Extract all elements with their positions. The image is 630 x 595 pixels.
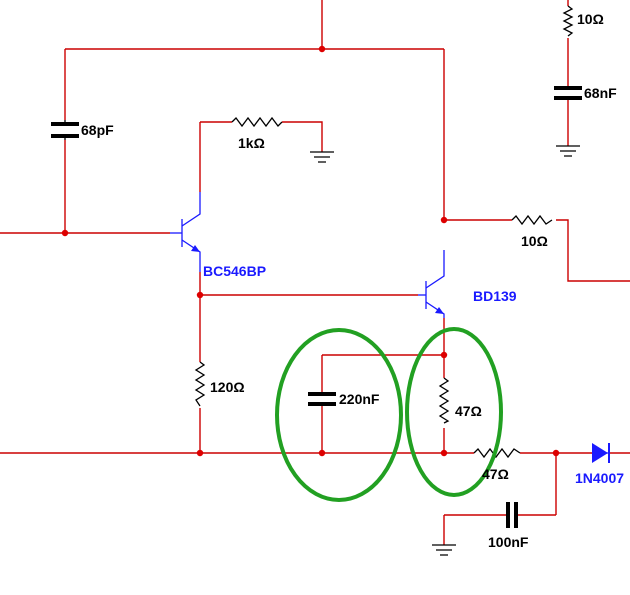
- junction-dot: [440, 351, 448, 359]
- capacitor-68pf: [51, 120, 79, 140]
- junction-dot: [440, 449, 448, 457]
- highlight-ellipse-220nf: [275, 328, 403, 502]
- junction-dot: [318, 449, 326, 457]
- transistor-bc546bp: [170, 192, 201, 272]
- label-q2: BD139: [473, 288, 517, 304]
- label-c-220nf: 220nF: [339, 391, 380, 407]
- junction-dot: [196, 291, 204, 299]
- label-c-68pf: 68pF: [81, 122, 114, 138]
- label-r-47-vert: 47Ω: [455, 403, 482, 419]
- junction-dot: [318, 45, 326, 53]
- highlight-ellipse-47-ohm: [405, 327, 503, 497]
- junction-dot: [552, 449, 560, 457]
- label-r-120: 120Ω: [210, 379, 245, 395]
- label-q1: BC546BP: [203, 263, 266, 279]
- ground-symbol: [432, 544, 456, 556]
- junction-dot: [196, 449, 204, 457]
- label-c-100nf: 100nF: [488, 534, 529, 550]
- capacitor-68nf: [554, 86, 582, 100]
- transistor-bd139: [418, 250, 445, 318]
- label-d1: 1N4007: [575, 470, 624, 486]
- resistor-120-ohm: [194, 361, 206, 407]
- ground-symbol: [310, 151, 334, 163]
- junction-dot: [440, 216, 448, 224]
- label-r-1k: 1kΩ: [238, 135, 265, 151]
- label-r-10-mid: 10Ω: [521, 233, 548, 249]
- junctions: [61, 45, 560, 457]
- label-r-10-top: 10Ω: [577, 11, 604, 27]
- ground-symbol: [556, 145, 580, 157]
- capacitor-100nf: [506, 502, 518, 528]
- label-c-68nf: 68nF: [584, 85, 617, 101]
- diode-1n4007: [592, 443, 610, 463]
- capacitor-220nf: [308, 392, 336, 406]
- resistor-47-ohm-vertical: [438, 377, 450, 424]
- resistor-10-ohm-mid: [511, 214, 553, 226]
- resistor-10-ohm-top: [562, 5, 574, 37]
- wires: [0, 0, 630, 545]
- resistor-47-ohm-horizontal: [473, 447, 521, 459]
- resistor-1k: [231, 116, 283, 128]
- label-r-47-horiz: 47Ω: [482, 466, 509, 482]
- junction-dot: [61, 229, 69, 237]
